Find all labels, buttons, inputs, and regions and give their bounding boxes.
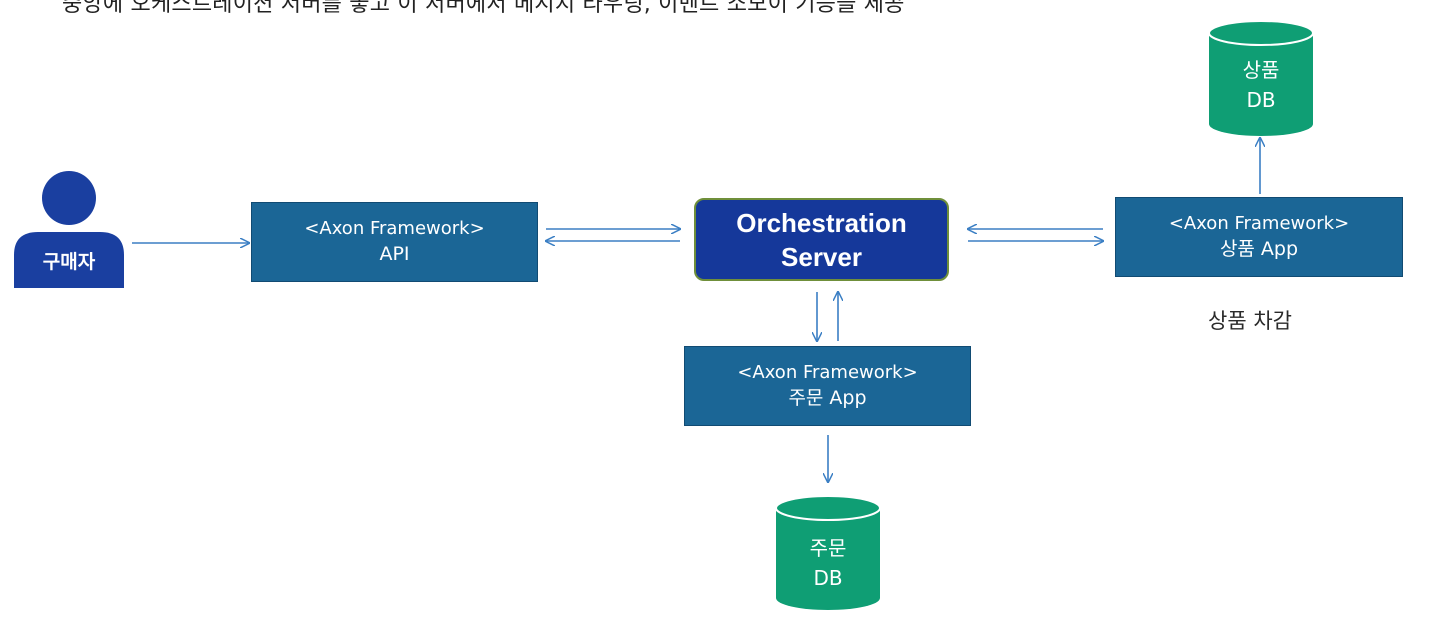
order-framework-label: <Axon Framework>	[737, 362, 918, 383]
product-db-cylinder	[1208, 20, 1314, 136]
api-box: <Axon Framework> API	[251, 202, 538, 282]
orchestration-server-box: Orchestration Server	[694, 198, 949, 281]
api-name-label: API	[379, 243, 410, 265]
order-db-line2: DB	[813, 566, 843, 590]
order-app-box: <Axon Framework> 주문 App	[684, 346, 971, 426]
person-icon	[14, 171, 124, 288]
product-app-name-label: 상품 App	[1219, 238, 1299, 260]
product-app-box: <Axon Framework> 상품 App	[1115, 197, 1403, 277]
order-app-name-label: 주문 App	[788, 387, 867, 409]
order-db-line1: 주문	[809, 536, 847, 560]
product-framework-label: <Axon Framework>	[1168, 213, 1350, 234]
api-framework-label: <Axon Framework>	[304, 218, 485, 239]
top-caption: 중앙에 오케스트레이션 서버를 놓고 이 서버에서 메시지 라우팅, 이벤트 소…	[62, 0, 905, 17]
order-db-cylinder	[775, 495, 881, 610]
buyer-label: 구매자	[42, 251, 96, 273]
product-db-line2: DB	[1246, 88, 1276, 112]
product-db-line1: 상품	[1242, 58, 1280, 82]
orchestration-line2: Server	[781, 241, 862, 272]
product-deduct-note: 상품 차감	[1208, 309, 1292, 333]
product-db-label: 상품 DB	[1209, 55, 1313, 115]
orchestration-line1: Orchestration	[736, 207, 907, 238]
order-db-label: 주문 DB	[776, 533, 880, 593]
